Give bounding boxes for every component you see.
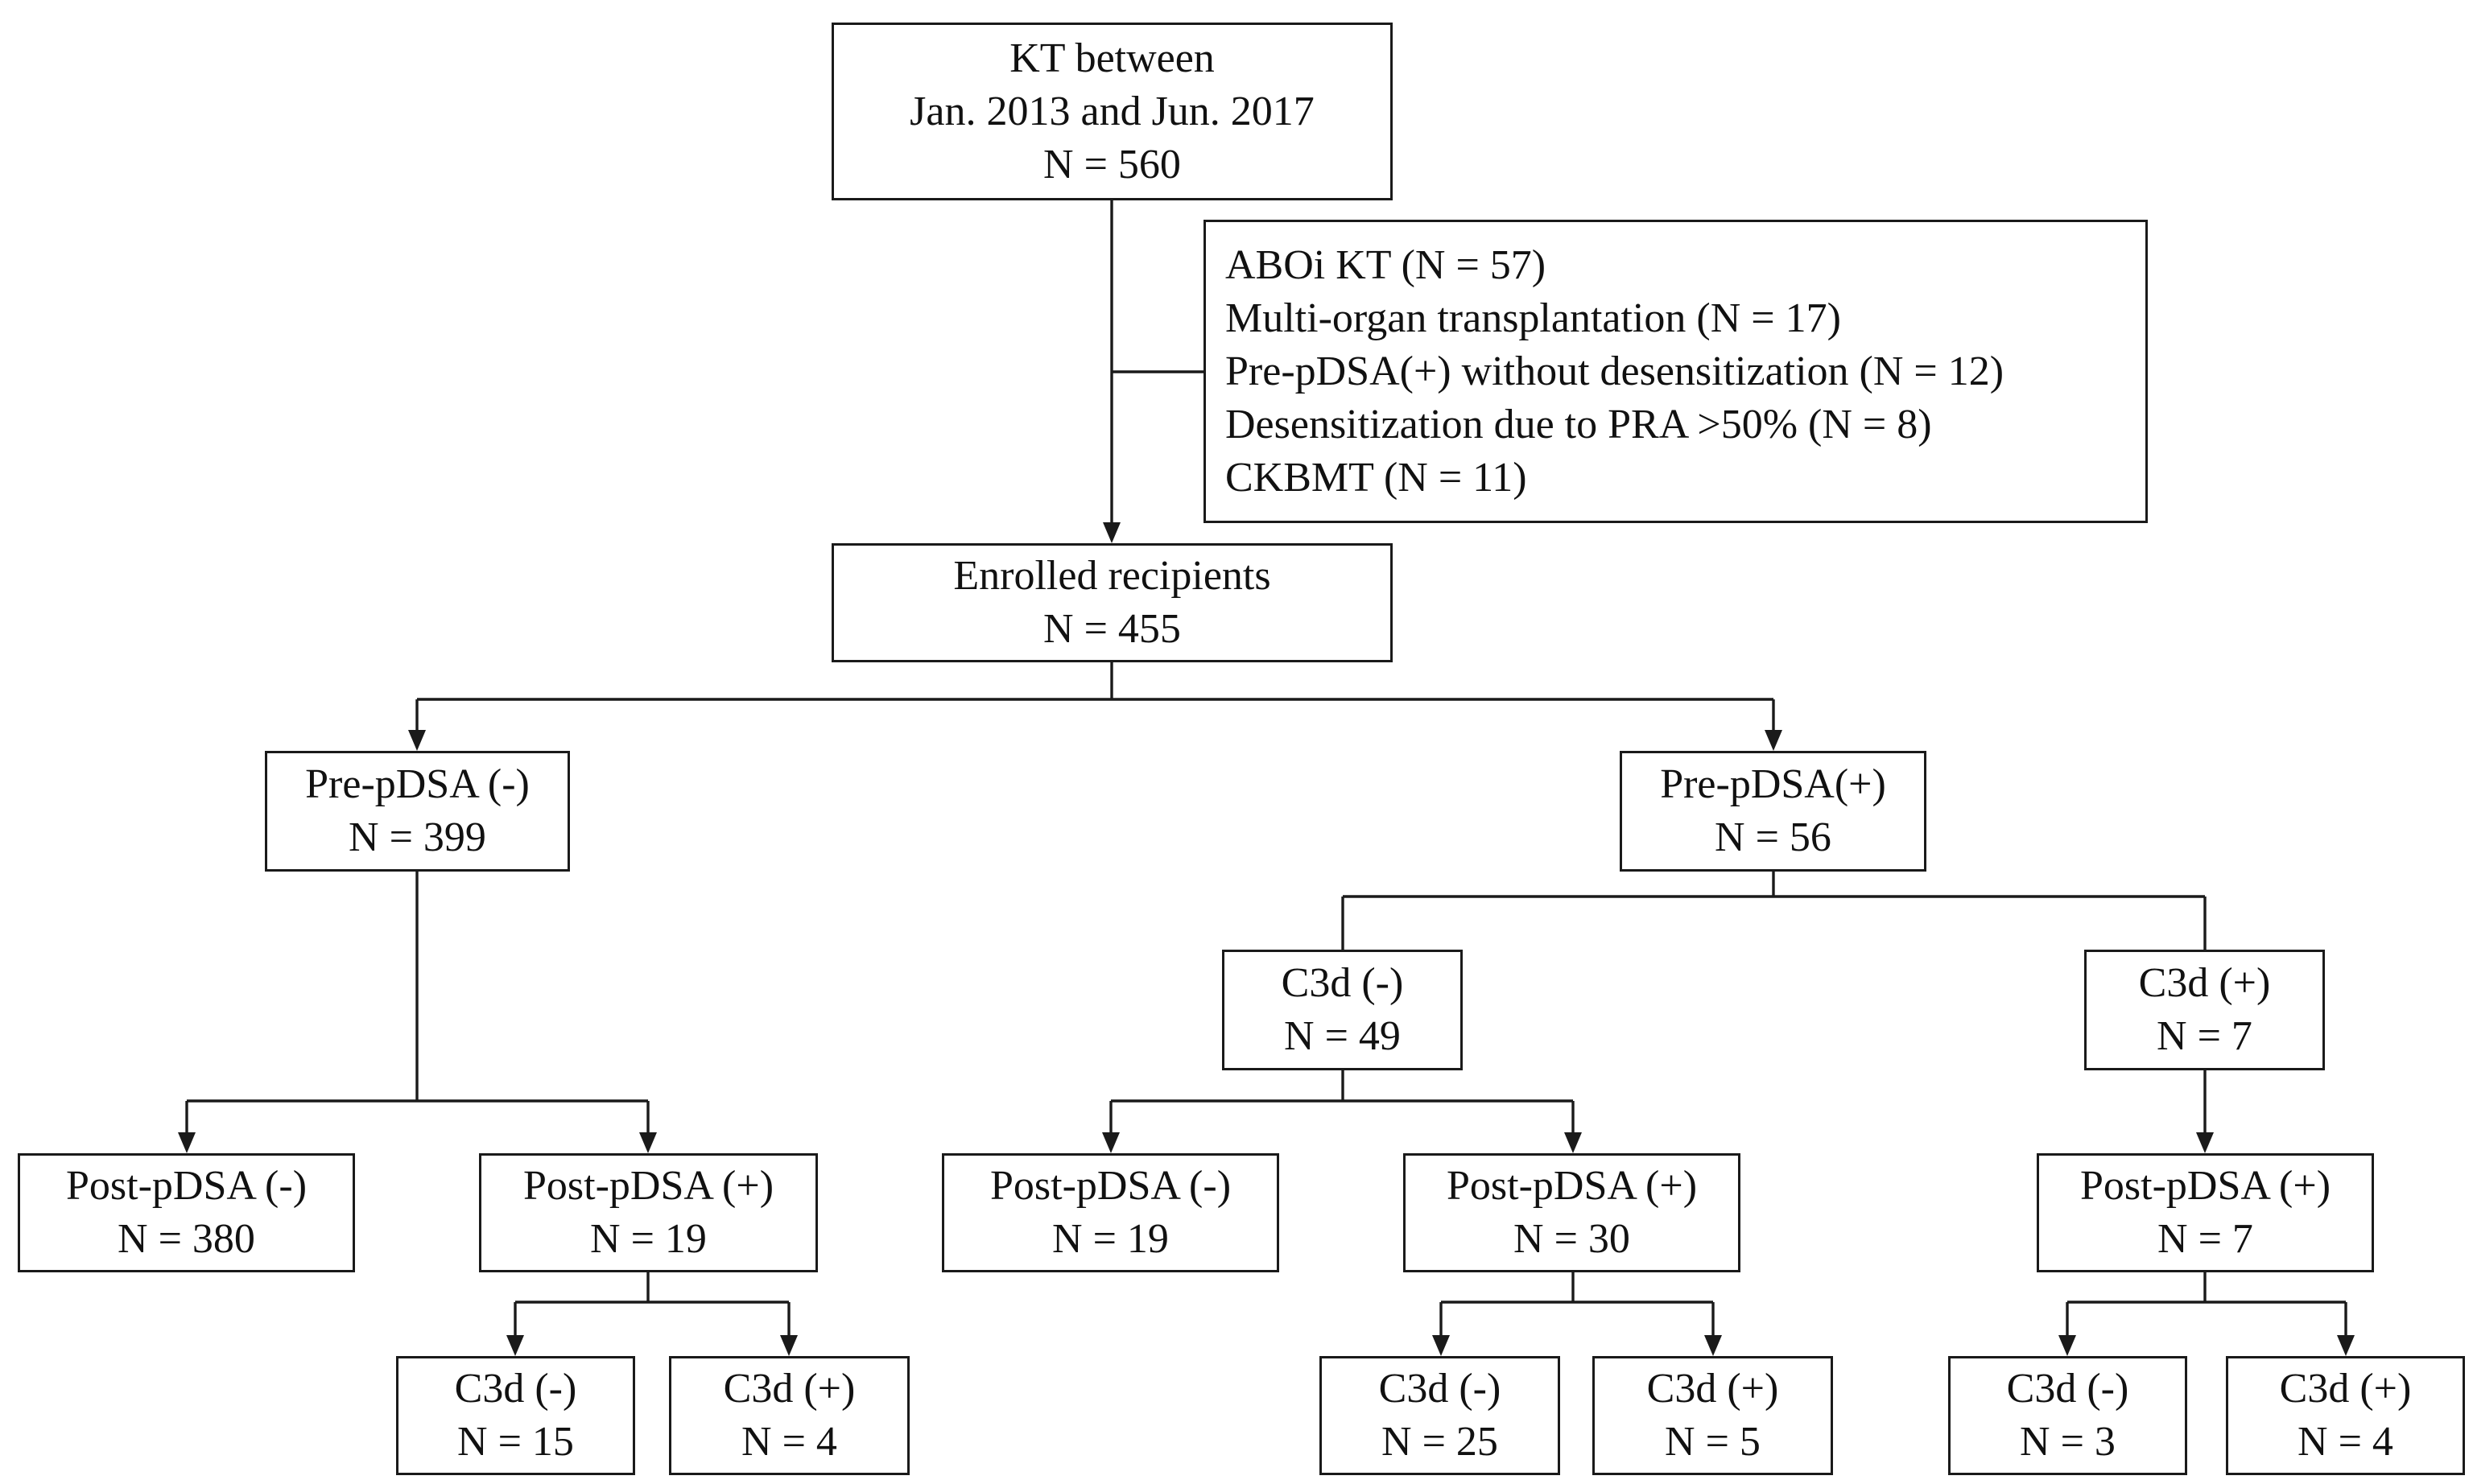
box-text-line: N = 4	[741, 1419, 837, 1465]
box-b-c3d-negative: C3d (-) N = 25	[1319, 1356, 1560, 1475]
box-c-c3d-negative: C3d (-) N = 3	[1948, 1356, 2187, 1475]
box-kt-total: KT between Jan. 2013 and Jun. 2017 N = 5…	[832, 23, 1393, 200]
box-text-line: Pre-pDSA(+)	[1660, 761, 1886, 807]
box-text-line: KT between	[1009, 35, 1215, 81]
box-text-line: N = 399	[349, 814, 486, 860]
arrowhead	[639, 1132, 657, 1153]
arrowhead	[1103, 522, 1121, 543]
box-pre-pdsa-negative: Pre-pDSA (-) N = 399	[265, 751, 570, 872]
arrowhead	[1564, 1132, 1582, 1153]
arrowhead	[1432, 1335, 1450, 1356]
box-text-line: C3d (+)	[2138, 960, 2271, 1006]
box-text-line: N = 19	[1052, 1216, 1169, 1262]
box-enrolled: Enrolled recipients N = 455	[832, 543, 1393, 662]
box-text-line: Post-pDSA (-)	[989, 1163, 1232, 1209]
box-text-line: C3d (-)	[2006, 1366, 2129, 1412]
box-text-line: N = 5	[1665, 1419, 1761, 1465]
arrowhead	[780, 1335, 798, 1356]
box-text-line: C3d (+)	[1646, 1366, 1779, 1412]
box-a-c3d-negative: C3d (-) N = 15	[396, 1356, 635, 1475]
box-text-line: Pre-pDSA (-)	[305, 761, 530, 807]
box-text-line: N = 49	[1284, 1013, 1401, 1059]
box-text-line: Post-pDSA (+)	[1446, 1163, 1698, 1209]
arrowhead	[408, 730, 426, 751]
arrowhead	[506, 1335, 524, 1356]
box-text-line: C3d (-)	[1378, 1366, 1501, 1412]
box-text-line: Post-pDSA (-)	[65, 1163, 308, 1209]
box-a-c3d-positive: C3d (+) N = 4	[669, 1356, 910, 1475]
box-b-post-pdsa-negative: Post-pDSA (-) N = 19	[942, 1153, 1279, 1272]
arrowhead	[2058, 1335, 2076, 1356]
box-text-line: N = 30	[1513, 1216, 1630, 1262]
box-text-line: N = 7	[2157, 1013, 2252, 1059]
exclusion-item: Pre-pDSA(+) without desensitization (N =…	[1225, 348, 2004, 394]
box-text-line: C3d (-)	[1281, 960, 1404, 1006]
box-text-line: C3d (+)	[723, 1366, 856, 1412]
arrowhead	[1704, 1335, 1722, 1356]
box-text-line: C3d (+)	[2279, 1366, 2412, 1412]
box-text-line: Jan. 2013 and Jun. 2017	[910, 88, 1315, 134]
box-a-post-pdsa-positive: Post-pDSA (+) N = 19	[479, 1153, 818, 1272]
exclusion-item: Desensitization due to PRA >50% (N = 8)	[1225, 401, 1932, 447]
box-text-line: C3d (-)	[454, 1366, 577, 1412]
box-text-line: N = 15	[457, 1419, 574, 1465]
box-a-post-pdsa-negative: Post-pDSA (-) N = 380	[18, 1153, 355, 1272]
box-text-line: Post-pDSA (+)	[2079, 1163, 2331, 1209]
box-text-line: N = 4	[2298, 1419, 2393, 1465]
box-c-c3d-positive: C3d (+) N = 4	[2226, 1356, 2465, 1475]
arrowhead	[178, 1132, 196, 1153]
box-text-line: Post-pDSA (+)	[522, 1163, 774, 1209]
box-text-line: N = 7	[2157, 1216, 2253, 1262]
box-text-line: N = 19	[590, 1216, 707, 1262]
box-text-line: N = 380	[118, 1216, 255, 1262]
box-pre-pdsa-positive: Pre-pDSA(+) N = 56	[1620, 751, 1926, 872]
box-text-line: Enrolled recipients	[953, 553, 1271, 599]
arrowhead	[2196, 1132, 2214, 1153]
box-pre-pos-c3d-negative: C3d (-) N = 49	[1222, 950, 1463, 1070]
box-b-post-pdsa-positive: Post-pDSA (+) N = 30	[1403, 1153, 1740, 1272]
box-b-c3d-positive: C3d (+) N = 5	[1592, 1356, 1833, 1475]
arrowhead	[1102, 1132, 1120, 1153]
box-text-line: N = 56	[1715, 814, 1831, 860]
box-text-line: N = 3	[2020, 1419, 2116, 1465]
box-text-line: N = 560	[1043, 141, 1181, 188]
exclusion-item: ABOi KT (N = 57)	[1225, 241, 1546, 288]
box-c-post-pdsa-positive: Post-pDSA (+) N = 7	[2037, 1153, 2374, 1272]
box-exclusions: ABOi KT (N = 57) Multi-organ transplanta…	[1203, 220, 2148, 523]
box-text-line: N = 25	[1381, 1419, 1498, 1465]
arrowhead	[1765, 730, 1782, 751]
exclusion-item: Multi-organ transplantation (N = 17)	[1225, 295, 1841, 341]
exclusion-item: CKBMT (N = 11)	[1225, 454, 1527, 501]
box-pre-pos-c3d-positive: C3d (+) N = 7	[2084, 950, 2325, 1070]
box-text-line: N = 455	[1043, 606, 1181, 652]
arrowhead	[2337, 1335, 2355, 1356]
